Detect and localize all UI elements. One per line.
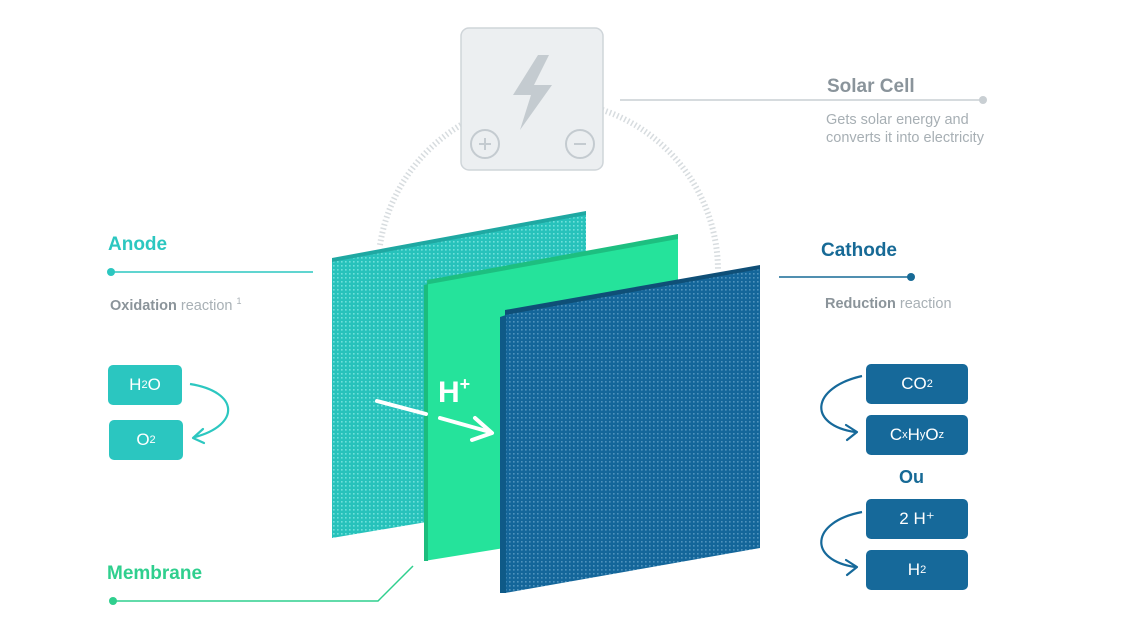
solar-cell-title: Solar Cell: [827, 76, 915, 97]
membrane-plate-side: [424, 284, 428, 561]
membrane-plate-edge: [427, 234, 678, 286]
lightning-bolt-icon: [513, 55, 552, 130]
solar-cell-description: Gets solar energy and converts it into e…: [826, 111, 1056, 147]
anode-reaction-bold: Oxidation: [110, 297, 177, 314]
anode-footnote: 1: [236, 296, 242, 306]
plus-terminal-icon: [470, 129, 500, 159]
membrane-title: Membrane: [107, 563, 203, 584]
proton-label: H+: [438, 374, 470, 410]
anode-plate-edge: [332, 211, 586, 263]
cathode-plate-side: [500, 315, 506, 593]
solar-cell-description-line1: Gets solar energy and: [826, 112, 969, 128]
membrane-leader-line: [113, 565, 414, 602]
solar-cell-description-line2: converts it into electricity: [826, 130, 984, 146]
minus-terminal-icon: [565, 129, 595, 159]
anode-reaction-arrow: [189, 382, 230, 439]
cathode-chip-2h: 2 H⁺: [866, 499, 968, 539]
cathode-reaction-arrow-2: [820, 510, 863, 569]
cathode-reaction-label: Reduction reaction: [825, 296, 952, 312]
cathode-reaction-rest: reaction: [895, 296, 952, 312]
cathode-plate-edge: [505, 265, 760, 316]
proton-arrow: [438, 416, 492, 434]
anode-reaction-label: Oxidation reaction 1: [110, 296, 242, 314]
proton-arrow-start: [375, 399, 428, 416]
solar-leader-dot: [979, 96, 987, 104]
anode-reaction-rest: reaction: [176, 297, 233, 314]
anode-title: Anode: [108, 234, 168, 255]
membrane-leader-dot: [109, 597, 117, 605]
cathode-plate: [505, 269, 760, 593]
cathode-title: Cathode: [821, 240, 897, 261]
cathode-leader-dot: [907, 273, 915, 281]
proton-label-main: H: [438, 376, 460, 409]
cathode-reaction-bold: Reduction: [825, 296, 896, 312]
cathode-reaction-arrow-1: [820, 374, 863, 434]
anode-leader-dot: [107, 268, 115, 276]
proton-label-sup: +: [459, 374, 471, 394]
or-label: Ou: [899, 467, 924, 487]
